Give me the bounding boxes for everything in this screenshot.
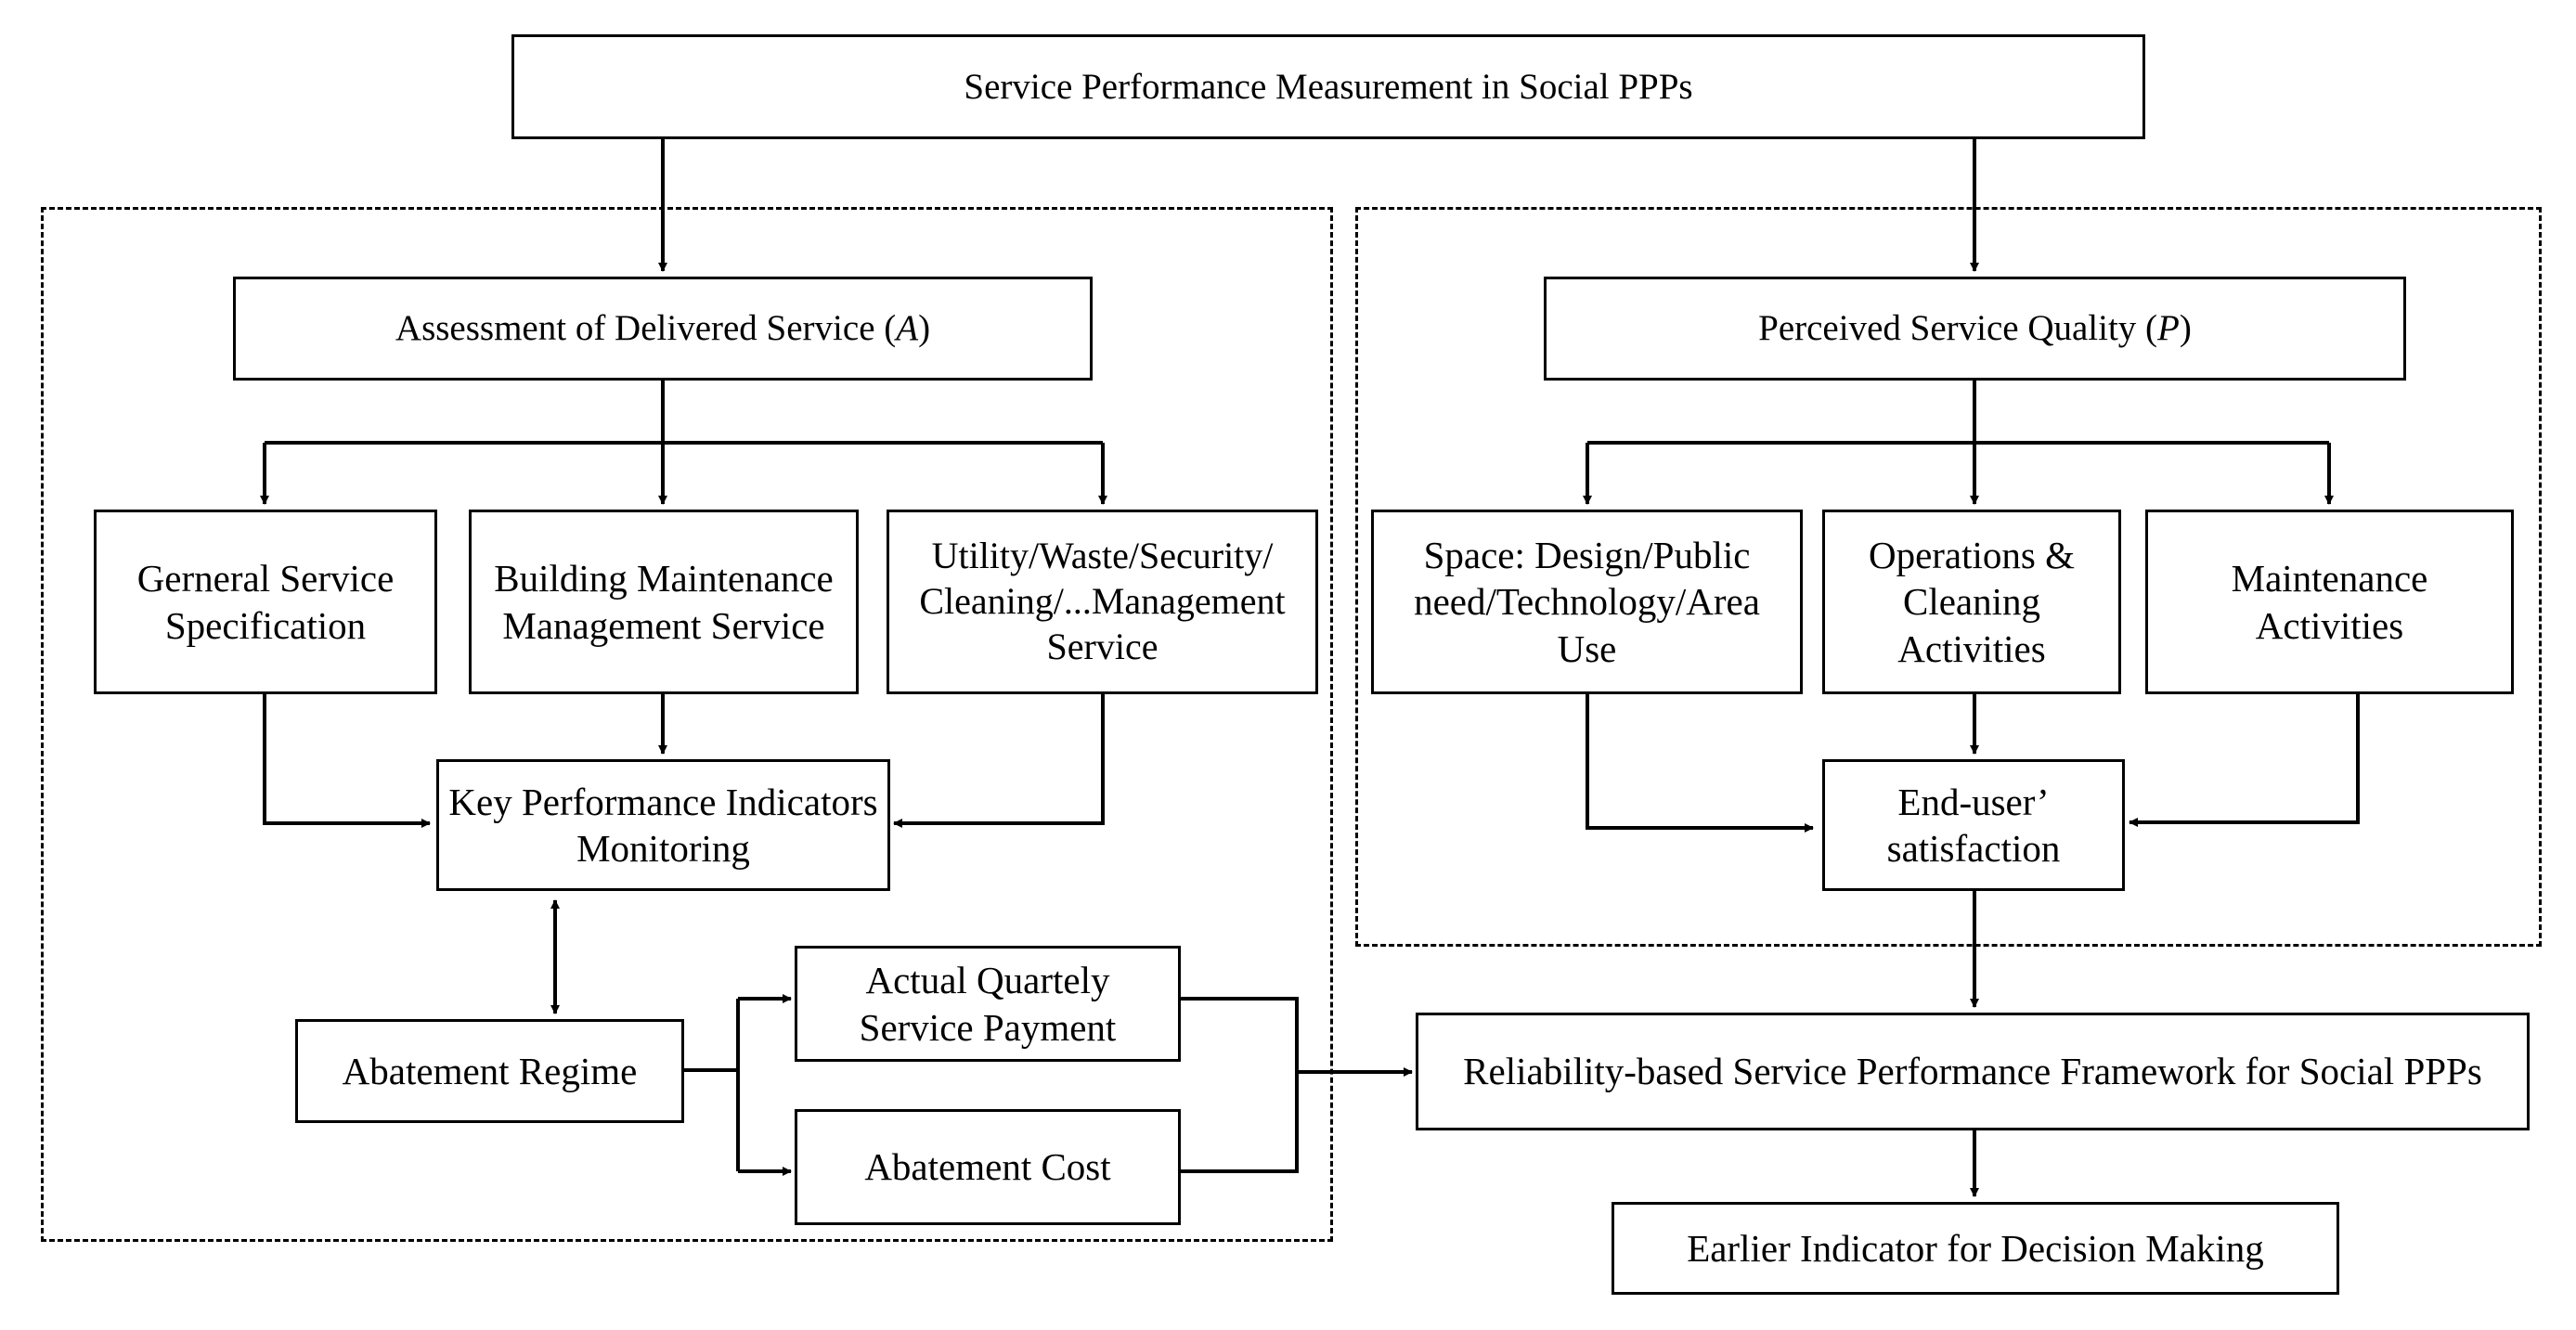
actual-payment-label: Actual Quartely Service Payment <box>859 959 1117 1049</box>
root-node: Service Performance Measurement in Socia… <box>511 34 2145 139</box>
edge-general-spec-to-kpi <box>263 694 431 828</box>
maint-activities-label: Maintenance Activities <box>2231 557 2428 647</box>
perceived-label: Perceived Service Quality (P) <box>1758 308 2192 349</box>
perceived-group <box>1355 207 2542 947</box>
space-label: Space: Design/Public need/Technology/Are… <box>1414 534 1760 670</box>
kpi-node: Key Performance Indicators Monitoring <box>436 759 890 891</box>
edge-utility-to-kpi <box>893 694 1105 828</box>
actual-payment-node: Actual Quartely Service Payment <box>795 946 1181 1062</box>
general-spec-node: Gerneral Service Specification <box>94 510 437 694</box>
operations-node: Operations & Cleaning Activities <box>1822 510 2121 694</box>
perceived-node: Perceived Service Quality (P) <box>1544 277 2406 381</box>
abatement-regime-label: Abatement Regime <box>342 1049 638 1092</box>
abatement-regime-node: Abatement Regime <box>295 1019 684 1123</box>
utility-mgmt-node: Utility/Waste/Security/ Cleaning/...Mana… <box>887 510 1318 694</box>
building-maint-node: Building Maintenance Management Service <box>469 510 859 694</box>
framework-node: Reliability-based Service Performance Fr… <box>1416 1013 2530 1130</box>
utility-mgmt-label: Utility/Waste/Security/ Cleaning/...Mana… <box>919 535 1286 667</box>
space-node: Space: Design/Public need/Technology/Are… <box>1371 510 1803 694</box>
kpi-label: Key Performance Indicators Monitoring <box>448 780 878 870</box>
general-spec-label: Gerneral Service Specification <box>136 557 395 647</box>
end-user-node: End-user’ satisfaction <box>1822 759 2125 891</box>
abatement-cost-node: Abatement Cost <box>795 1109 1181 1225</box>
framework-label: Reliability-based Service Performance Fr… <box>1463 1050 2482 1093</box>
assessment-node: Assessment of Delivered Service (A) <box>233 277 1093 381</box>
earlier-indicator-node: Earlier Indicator for Decision Making <box>1612 1202 2339 1295</box>
edge-maint-activities-to-enduser <box>2129 694 2360 827</box>
end-user-label: End-user’ satisfaction <box>1886 780 2061 870</box>
assessment-group <box>41 207 1333 1242</box>
root-label: Service Performance Measurement in Socia… <box>964 66 1693 107</box>
edge-payment-merge <box>1181 997 1299 1173</box>
operations-label: Operations & Cleaning Activities <box>1868 534 2076 670</box>
building-maint-label: Building Maintenance Management Service <box>494 557 834 647</box>
earlier-indicator-label: Earlier Indicator for Decision Making <box>1687 1226 2264 1270</box>
edge-space-to-enduser <box>1586 694 1814 833</box>
abatement-cost-label: Abatement Cost <box>864 1145 1111 1189</box>
maint-activities-node: Maintenance Activities <box>2145 510 2514 694</box>
assessment-label: Assessment of Delivered Service (A) <box>395 308 931 349</box>
